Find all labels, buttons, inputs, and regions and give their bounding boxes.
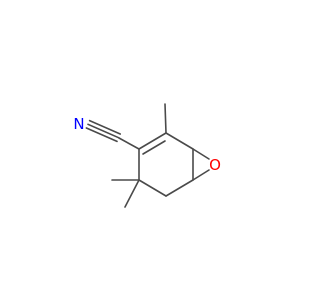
bond-epoxide-c6-o xyxy=(192,169,210,181)
atom-label-nitrogen: N xyxy=(73,115,84,133)
bond-methyl-bottom xyxy=(124,179,140,208)
bond-cn-to-ring xyxy=(118,137,140,150)
structure-canvas: N O xyxy=(73,103,221,208)
bond-epoxide-c1-o xyxy=(192,148,210,160)
atom-label-oxygen: O xyxy=(209,156,221,174)
bond-ring-double xyxy=(138,132,167,155)
molecule-structure: N O xyxy=(73,103,221,208)
bond-nitrile-triple xyxy=(85,119,121,143)
bond-methyl-top xyxy=(164,103,167,134)
bond-ring-c2-c1 xyxy=(165,132,194,150)
bond-ring-c5-c4 xyxy=(138,179,167,197)
bond-ring-c6-c5 xyxy=(165,179,194,197)
